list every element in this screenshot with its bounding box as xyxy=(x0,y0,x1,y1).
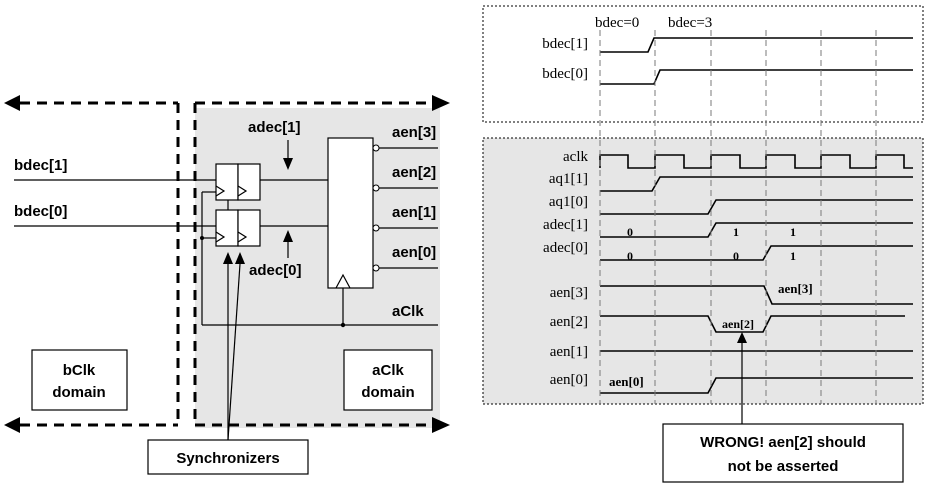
signal-bdec1: bdec[1] xyxy=(542,36,588,52)
aen0-value-label: aen[0] xyxy=(609,374,644,389)
adec0-val-1: 0 xyxy=(733,249,739,263)
output-label-aen0: aen[0] xyxy=(392,244,436,261)
decoder-block xyxy=(327,137,374,289)
timing-signal-label: aen[2] xyxy=(550,314,588,330)
timing-signal-label: aen[0] xyxy=(550,372,588,388)
timing-signal-label: aen[3] xyxy=(550,285,588,301)
timing-signal-label: aq1[0] xyxy=(549,194,588,210)
aen2-value-label: aen[2] xyxy=(722,317,754,331)
timing-signal-label: aen[1] xyxy=(550,344,588,360)
aclk-domain-line1: aClk xyxy=(372,362,404,379)
timing-aclk-panel: aclk aq1[1] aq1[0] adec[1] adec[0] aen[3] aen[… xyxy=(482,137,924,405)
timing-signal-label: aq1[1] xyxy=(549,171,588,187)
aclk-domain-line2: domain xyxy=(361,384,414,401)
input-label-bdec0: bdec[0] xyxy=(14,203,67,220)
timing-guides xyxy=(599,30,877,404)
bclk-domain-box xyxy=(31,349,128,411)
synchronizer-flops xyxy=(215,163,261,247)
adec0-val-0: 0 xyxy=(627,249,633,263)
adec1-val-1: 1 xyxy=(733,225,739,239)
aclk-domain-boundary xyxy=(193,95,450,433)
bclk-domain-line2: domain xyxy=(52,384,105,401)
wrong-callout-line2: not be asserted xyxy=(728,458,839,475)
synchronizers-callout xyxy=(147,439,309,475)
sync-label-adec0: adec[0] xyxy=(249,262,302,279)
output-label-aen2: aen[2] xyxy=(392,164,436,181)
timing-bclk-panel: bdec=0 bdec=3 bdec[1] bdec[0] xyxy=(482,5,924,123)
timing-signal-names: aclk aq1[1] aq1[0] adec[1] adec[0] aen[3] aen[… xyxy=(543,149,588,388)
aen3-value-label: aen[3] xyxy=(778,281,813,296)
timing-signal-label: adec[1] xyxy=(543,217,588,233)
adec1-val-0: 0 xyxy=(627,225,633,239)
output-label-aen1: aen[1] xyxy=(392,204,436,221)
sync-label-adec1: adec[1] xyxy=(248,119,301,136)
decoder-outputs xyxy=(372,144,438,272)
synchronizer-pointers xyxy=(223,252,245,441)
schematic: bdec[1] bdec[0] xyxy=(4,95,450,475)
signal-bdec0: bdec[0] xyxy=(542,66,588,82)
aclk-domain-box xyxy=(343,349,433,411)
adec1-val-2: 1 xyxy=(790,225,796,239)
adec0-val-2: 1 xyxy=(790,249,796,263)
timing-signal-label: aclk xyxy=(563,149,588,165)
bclk-domain-line1: bClk xyxy=(63,362,96,379)
clock-label: aClk xyxy=(392,303,424,320)
marker-bdec-3: bdec=3 xyxy=(668,15,712,31)
bclk-domain-boundary xyxy=(4,95,180,433)
synchronizers-label: Synchronizers xyxy=(176,450,279,467)
wrong-callout-line1: WRONG! aen[2] should xyxy=(700,434,866,451)
output-label-aen3: aen[3] xyxy=(392,124,436,141)
wrong-callout: WRONG! aen[2] should not be asserted xyxy=(662,332,904,483)
timing-signal-label: adec[0] xyxy=(543,240,588,256)
marker-bdec-0: bdec=0 xyxy=(595,15,639,31)
input-label-bdec1: bdec[1] xyxy=(14,157,67,174)
